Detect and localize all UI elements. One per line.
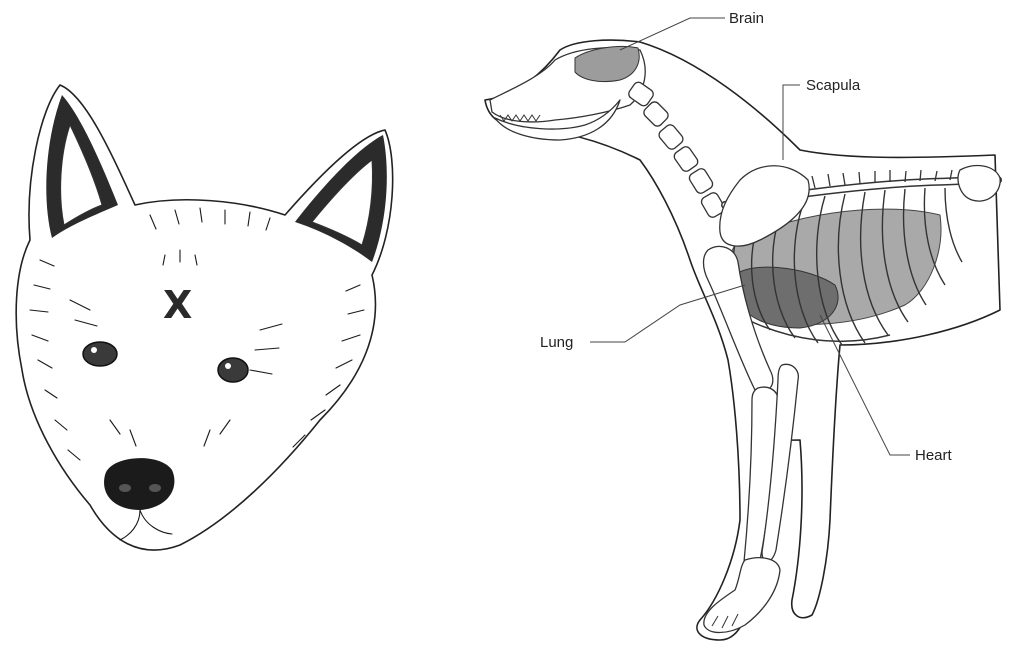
right-eye: [218, 358, 248, 382]
dog-head-illustration: X: [16, 85, 392, 550]
left-eye-highlight: [91, 347, 97, 353]
forehead-x-mark: X: [163, 283, 192, 327]
pelvis-bone: [958, 166, 1000, 202]
nose-nostril-right: [149, 484, 161, 492]
right-eye-highlight: [225, 363, 231, 369]
dog-anatomy-diagram: Brain Scapula Lung Heart: [485, 10, 1000, 640]
left-eye: [83, 342, 117, 366]
heart-label: Heart: [915, 447, 953, 464]
scapula-label: Scapula: [806, 77, 861, 94]
brain-label: Brain: [729, 10, 764, 27]
lung-label: Lung: [540, 334, 573, 351]
nose-nostril-left: [119, 484, 131, 492]
